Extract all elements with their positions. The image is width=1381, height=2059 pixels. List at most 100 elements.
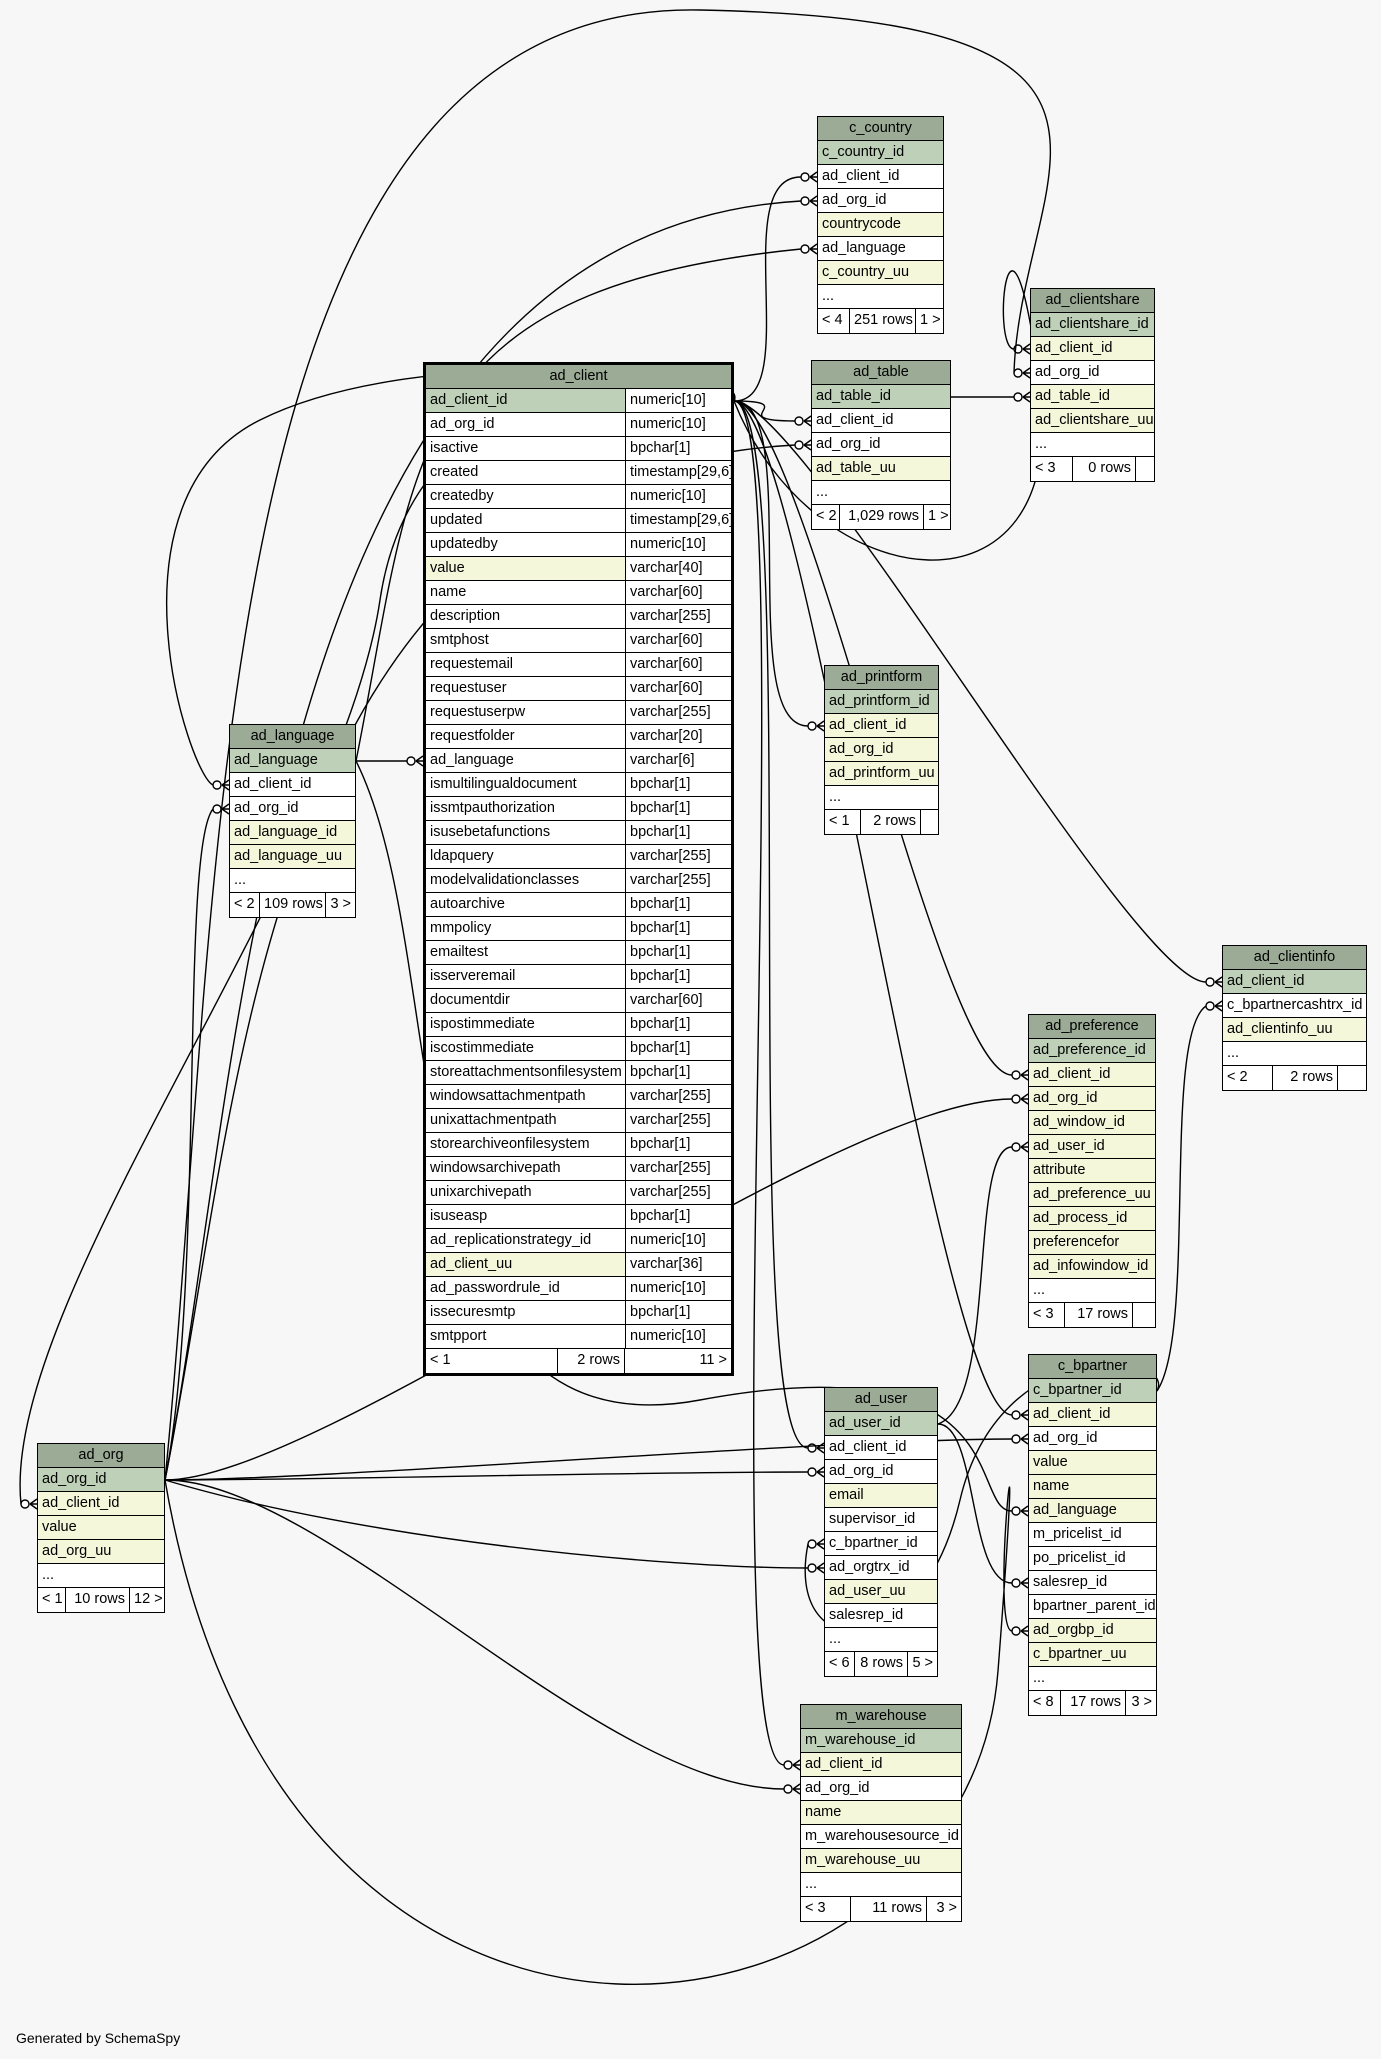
- footer-prev[interactable]: < 3: [1029, 1303, 1065, 1327]
- column-row[interactable]: ad_client_id: [825, 1436, 937, 1460]
- column-row[interactable]: c_country_uu: [818, 261, 943, 285]
- column-row[interactable]: bpartner_parent_id: [1029, 1595, 1156, 1619]
- column-row[interactable]: ad_orgtrx_id: [825, 1556, 937, 1580]
- column-row[interactable]: countrycode: [818, 213, 943, 237]
- column-row[interactable]: ad_clientshare_uu: [1031, 409, 1154, 433]
- column-row[interactable]: ad_language_uu: [230, 845, 355, 869]
- footer-prev[interactable]: < 8: [1029, 1691, 1061, 1715]
- column-row[interactable]: ad_printform_id: [825, 690, 938, 714]
- column-row[interactable]: ad_org_uu: [38, 1540, 164, 1564]
- column-row[interactable]: ad_org_id: [1029, 1427, 1156, 1451]
- footer-prev[interactable]: < 2: [1223, 1066, 1273, 1090]
- column-row[interactable]: ...: [1029, 1279, 1155, 1303]
- column-row[interactable]: m_warehouse_uu: [801, 1849, 961, 1873]
- column-row[interactable]: salesrep_id: [1029, 1571, 1156, 1595]
- column-row[interactable]: ad_preference_id: [1029, 1039, 1155, 1063]
- column-row[interactable]: ad_client_id: [825, 714, 938, 738]
- table-title[interactable]: c_country: [818, 117, 943, 141]
- column-row[interactable]: ...: [825, 786, 938, 810]
- footer-next[interactable]: 3 >: [936, 1900, 957, 1916]
- column-row[interactable]: ...: [230, 869, 355, 893]
- column-row[interactable]: ...: [801, 1873, 961, 1897]
- column-row[interactable]: email: [825, 1484, 937, 1508]
- footer-prev[interactable]: < 2: [230, 893, 260, 917]
- footer-next[interactable]: 1 >: [920, 312, 941, 328]
- column-row[interactable]: ad_printform_uu: [825, 762, 938, 786]
- column-row[interactable]: value: [38, 1516, 164, 1540]
- column-row[interactable]: ad_preference_uu: [1029, 1183, 1155, 1207]
- footer-next[interactable]: 5 >: [912, 1655, 933, 1671]
- column-row[interactable]: ad_window_id: [1029, 1111, 1155, 1135]
- column-row[interactable]: preferencefor: [1029, 1231, 1155, 1255]
- footer-next[interactable]: 1 >: [928, 508, 949, 524]
- footer-next[interactable]: 12 >: [134, 1591, 163, 1607]
- table-title[interactable]: ad_clientshare: [1031, 289, 1154, 313]
- column-row[interactable]: ad_user_id: [825, 1412, 937, 1436]
- column-row[interactable]: ad_org_id: [801, 1777, 961, 1801]
- column-row[interactable]: ...: [1031, 433, 1154, 457]
- column-row[interactable]: ad_process_id: [1029, 1207, 1155, 1231]
- column-row[interactable]: ...: [1223, 1042, 1366, 1066]
- column-row[interactable]: ad_client_id: [812, 409, 950, 433]
- column-row[interactable]: ad_table_id: [1031, 385, 1154, 409]
- column-row[interactable]: ad_org_id: [38, 1468, 164, 1492]
- column-row[interactable]: attribute: [1029, 1159, 1155, 1183]
- column-row[interactable]: c_bpartnercashtrx_id: [1223, 994, 1366, 1018]
- column-row[interactable]: c_country_id: [818, 141, 943, 165]
- footer-next[interactable]: [1136, 457, 1154, 481]
- column-row[interactable]: ad_language: [230, 749, 355, 773]
- column-row[interactable]: ...: [1029, 1667, 1156, 1691]
- column-row[interactable]: ad_client_id: [818, 165, 943, 189]
- column-row[interactable]: ad_client_id: [38, 1492, 164, 1516]
- column-row[interactable]: ad_org_id: [1029, 1087, 1155, 1111]
- footer-prev[interactable]: < 1: [825, 810, 861, 834]
- table-title[interactable]: ad_clientinfo: [1223, 946, 1366, 970]
- column-row[interactable]: ad_language: [818, 237, 943, 261]
- column-row[interactable]: ad_orgbp_id: [1029, 1619, 1156, 1643]
- footer-next[interactable]: 11 >: [699, 1352, 727, 1368]
- column-row[interactable]: ad_language: [1029, 1499, 1156, 1523]
- table-title[interactable]: ad_preference: [1029, 1015, 1155, 1039]
- column-row[interactable]: ad_client_id: [1223, 970, 1366, 994]
- column-row[interactable]: name: [1029, 1475, 1156, 1499]
- column-row[interactable]: ad_org_id: [1031, 361, 1154, 385]
- column-row[interactable]: po_pricelist_id: [1029, 1547, 1156, 1571]
- column-row[interactable]: ad_language_id: [230, 821, 355, 845]
- footer-prev[interactable]: < 6: [825, 1652, 855, 1676]
- column-row[interactable]: ad_org_id: [812, 433, 950, 457]
- column-row[interactable]: c_bpartner_id: [1029, 1379, 1156, 1403]
- table-title[interactable]: ad_language: [230, 725, 355, 749]
